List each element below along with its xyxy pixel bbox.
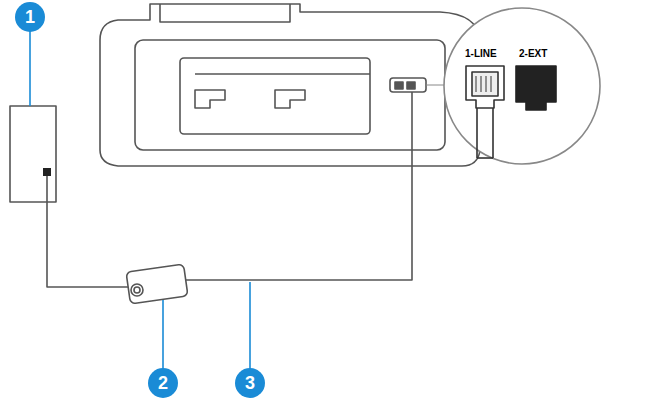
callout-number: 1	[15, 2, 45, 32]
callout-number: 3	[235, 368, 265, 398]
port-label: 1-LINE	[464, 48, 498, 59]
callout-number: 2	[148, 368, 178, 398]
port-label: 2-EXT	[518, 48, 548, 59]
